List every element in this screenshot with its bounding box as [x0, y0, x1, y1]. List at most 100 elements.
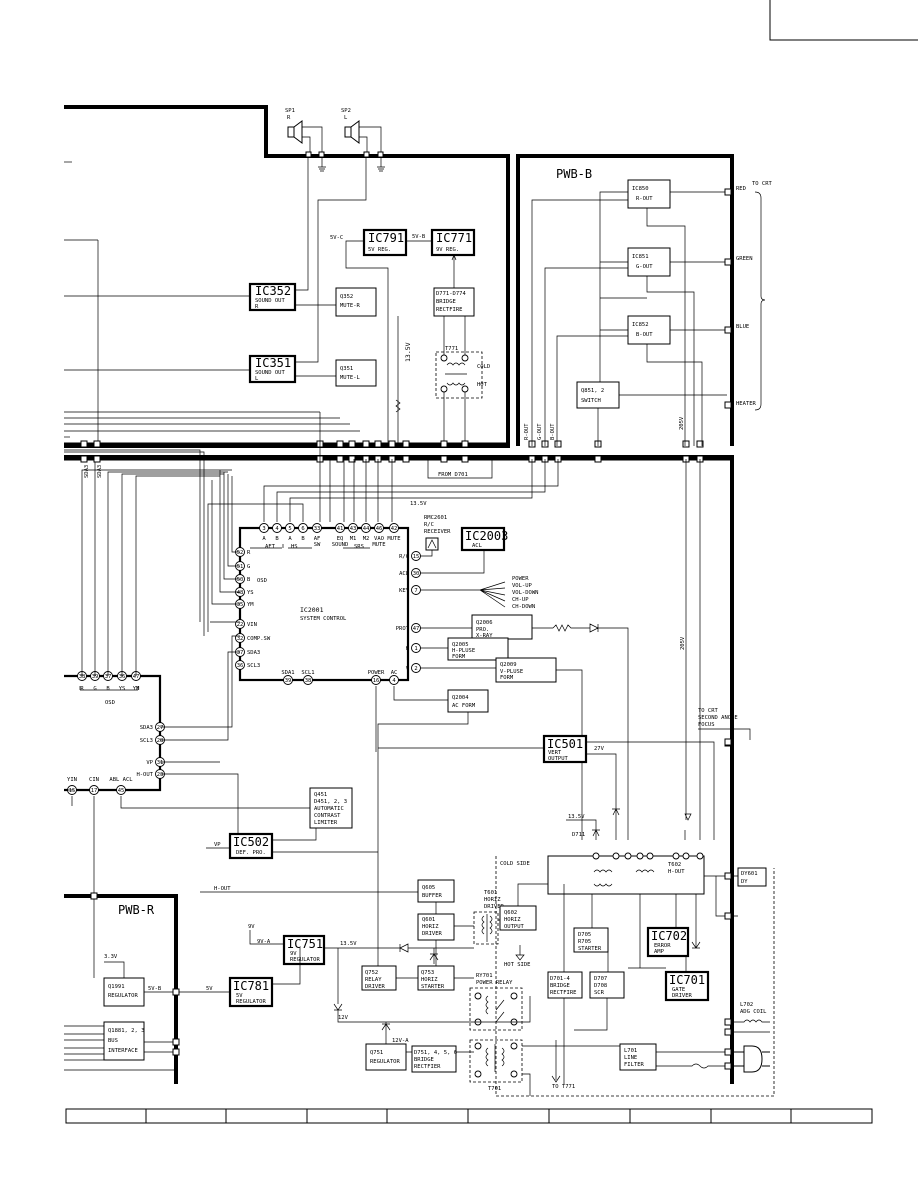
- q602-block: Q602 HORIZ OUTPUT: [499, 905, 537, 931]
- ic2001-desc: SYSTEM CONTROL: [300, 616, 347, 622]
- q1881-sub: INTERFACE: [108, 1048, 138, 1054]
- ic850-desc: R-OUT: [636, 196, 653, 202]
- left-osd-label: R: [80, 686, 84, 692]
- hot-side-label: HOT SIDE: [504, 962, 531, 968]
- label-9v-a: 9V-A: [257, 939, 271, 945]
- d701-ref: D701-4: [550, 976, 571, 982]
- ic791-block: IC791 5V REG.: [362, 228, 408, 257]
- q753-sub: STARTER: [421, 984, 445, 990]
- regulator-wires: [345, 240, 455, 446]
- d771-ref: D771-D774: [436, 291, 466, 297]
- ic771-block: IC771 9V REG.: [430, 228, 476, 257]
- sp2-ref: SP2: [341, 108, 351, 114]
- d707-block: D707 D708 SCR: [589, 971, 625, 999]
- left-side-label: H-OUT: [136, 772, 153, 778]
- q351-desc: MUTE-L: [340, 375, 361, 381]
- d751-sub: RECTFIER: [414, 1064, 441, 1070]
- q2004-block: Q2004 AC FORM: [447, 689, 489, 713]
- mcu-top-label: M1: [350, 536, 357, 542]
- mcu-left-label: YS: [247, 590, 254, 596]
- ic351-sub: L: [255, 376, 259, 382]
- mcu-osd: OSD: [257, 578, 267, 584]
- q752-wires: [377, 912, 474, 979]
- t771-cold: COLD: [477, 364, 490, 370]
- mcu-bottom-label: SCL1: [301, 670, 314, 676]
- acl-limiter-wires: [71, 796, 310, 895]
- mcu-right-label: H: [406, 646, 409, 652]
- sp2-side: L: [344, 115, 348, 121]
- mcu-bottom-pin: 4: [392, 678, 396, 684]
- bus-scl3: SDA3: [97, 465, 103, 478]
- speaker-sp1: SP1 R: [285, 108, 326, 172]
- left-osd-label: B: [106, 686, 110, 692]
- ic501-ref: IC501: [547, 737, 583, 751]
- q2009-ref: Q2009: [500, 662, 517, 668]
- mcu-left-pin: 37: [237, 650, 244, 656]
- d707-ref: D707: [594, 976, 607, 982]
- mcu-right-label: V: [406, 666, 410, 672]
- ic352-block: IC352 SOUND OUT R: [248, 282, 297, 312]
- label-d711: D711: [572, 832, 585, 838]
- d705-block: D705 R705 STARTER: [573, 927, 609, 953]
- q751-block: Q751 REGULATOR: [365, 1043, 407, 1071]
- left-bottom-pin: 15: [69, 788, 76, 794]
- ic2003-ref: IC2003: [465, 529, 508, 543]
- from-d701-label: FROM D701: [427, 460, 493, 479]
- d771-desc: BRIDGE: [436, 299, 456, 305]
- key-voldown: VOL-DOWN: [512, 590, 539, 596]
- d751-ref: D751, 4, 5, 6: [414, 1050, 457, 1056]
- ic702-ref: IC702: [651, 929, 687, 943]
- anode-l2: SECOND ANODE: [698, 715, 738, 721]
- to-t771: TO T771: [552, 1084, 575, 1090]
- mcu-bottom-pin: 16: [373, 678, 380, 684]
- q601-wires: [435, 902, 474, 927]
- ic751-block: IC751 9V REGULATOR: [282, 934, 326, 966]
- q351-ref: Q351: [340, 366, 353, 372]
- q451-ref: Q451: [314, 792, 327, 798]
- mcu-left-label: B: [247, 577, 251, 583]
- q451-block: Q451 D451, 2, 3 AUTOMATIC CONTRAST LIMIT…: [309, 787, 353, 829]
- q1991-block: Q1991 REGULATOR: [103, 977, 145, 1007]
- mcu-left-pin: 32: [237, 636, 244, 642]
- l701-sub: FILTER: [624, 1062, 645, 1068]
- mcu-bottom-label: POWER: [368, 670, 385, 676]
- left-side-label: SCL3: [140, 738, 153, 744]
- group-srs: SRS: [354, 544, 364, 550]
- mcu-top-label: A: [262, 536, 266, 542]
- label-5v-c: 5V-C: [330, 235, 343, 241]
- left-bottom-pin: 45: [118, 788, 125, 794]
- ic-left-pins: 38R39G37B36YS47YM27SDA328SCL331VP23H-OUT…: [67, 671, 165, 795]
- ic501-desc: VERT: [548, 750, 562, 756]
- mcu-left-label: COMP.SW: [247, 636, 271, 642]
- q2009-sub: FORM: [500, 675, 514, 681]
- osd-bracket: [79, 686, 139, 691]
- ic2001-block: IC2001 SYSTEM CONTROL: [238, 526, 410, 682]
- q601-sub: DRIVER: [422, 931, 443, 937]
- ac-plug: [724, 1045, 770, 1073]
- pwb-r-connectors: [90, 892, 180, 1056]
- mcu-top-pin: 41: [337, 526, 344, 532]
- d711-wire: [566, 819, 600, 840]
- left-osd-pin: 38: [79, 674, 86, 680]
- sp1-ref: SP1: [285, 108, 295, 114]
- left-osd-label: YM: [133, 686, 140, 692]
- mcu-left-pin: 51: [237, 564, 244, 570]
- label-h-out: H-OUT: [214, 886, 231, 892]
- l701-desc: LINE: [624, 1055, 637, 1061]
- q2006-desc: PRO.: [476, 627, 489, 633]
- footer-table: [65, 1108, 873, 1124]
- q2005-desc: H-PLUSE: [452, 648, 475, 654]
- ic791-ref: IC791: [368, 231, 404, 245]
- ic502-block: IC502 DEF. PRO.: [228, 832, 274, 860]
- left-input-wires: [64, 161, 360, 446]
- from-d701-text: FROM D701: [438, 472, 468, 478]
- d705-sub: STARTER: [578, 946, 602, 952]
- q451-l4: CONTRAST: [314, 813, 341, 819]
- mcu-top-label2: MUTE: [372, 542, 385, 548]
- q2006-ref: Q2006: [476, 620, 493, 626]
- to-crt-label: TO CRT: [752, 181, 773, 187]
- l702-desc: ADG COIL: [740, 1009, 767, 1015]
- ic501-sub: OUTPUT: [548, 756, 569, 762]
- q2004-desc: AC FORM: [452, 703, 476, 709]
